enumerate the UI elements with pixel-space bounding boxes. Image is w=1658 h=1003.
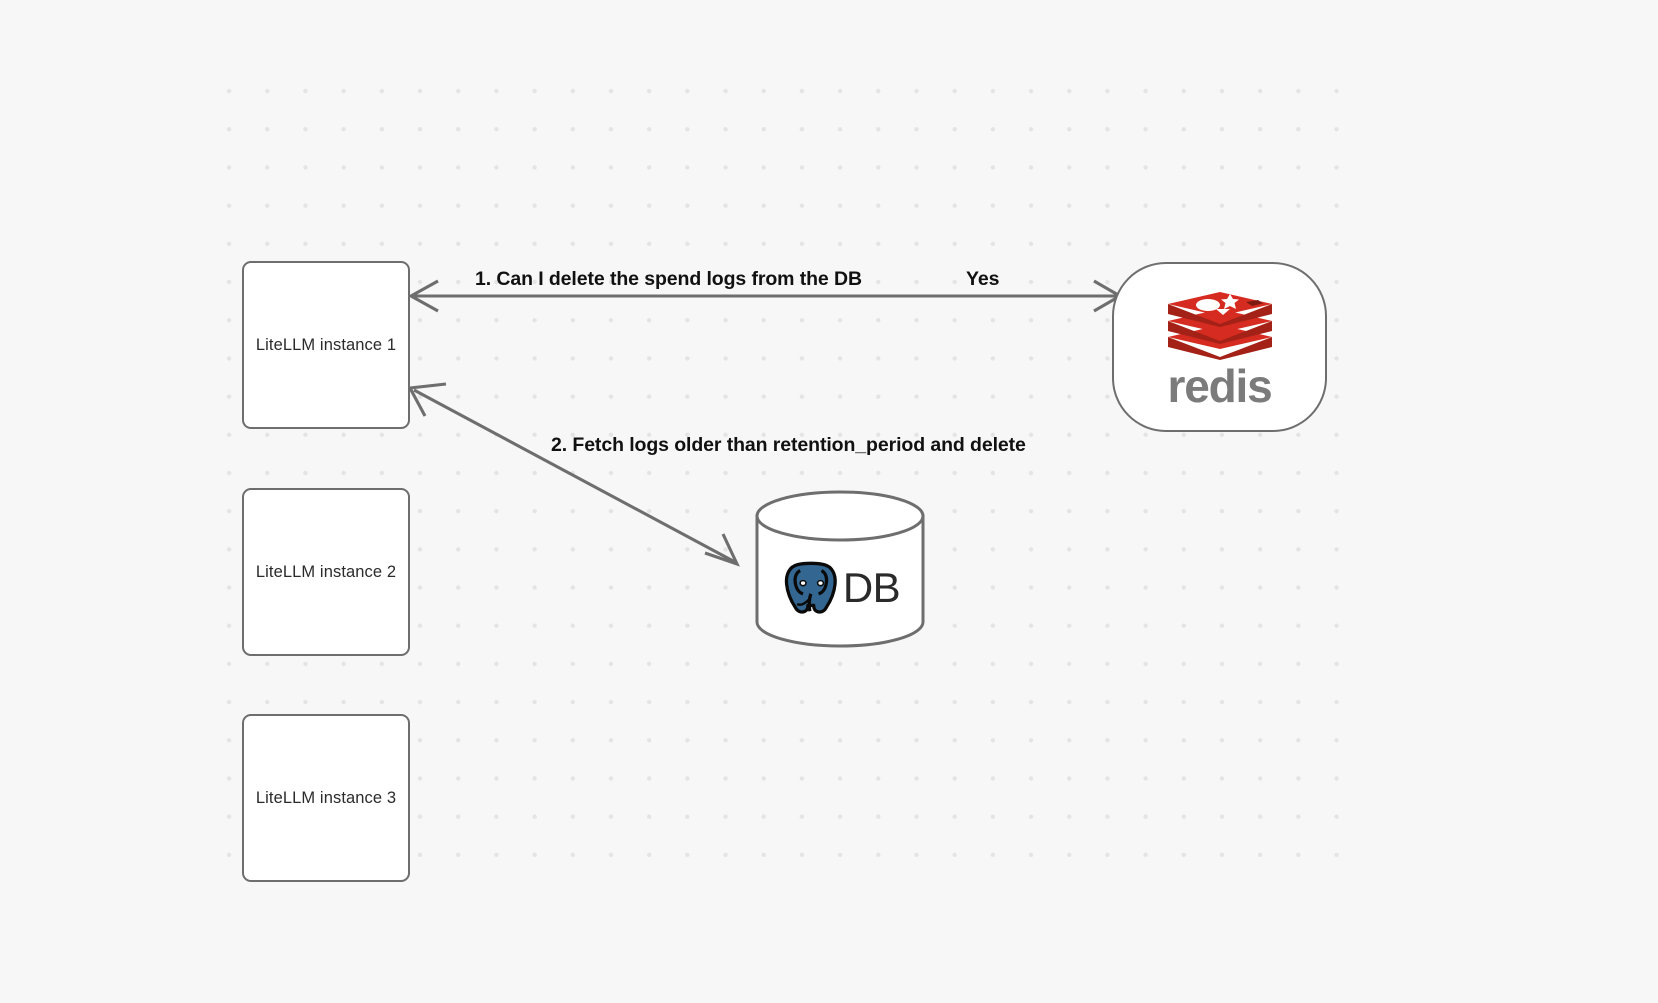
edge-instance1-db bbox=[407, 382, 740, 567]
node-label-instance-1: LiteLLM instance 1 bbox=[255, 335, 397, 354]
redis-logo: redis bbox=[1164, 285, 1276, 409]
redis-wordmark: redis bbox=[1167, 360, 1273, 412]
edge-label-fetch-delete: 2. Fetch logs older than retention_perio… bbox=[551, 434, 1026, 456]
node-litellm-instance-2[interactable]: LiteLLM instance 2 bbox=[242, 488, 410, 656]
database-logo: DB bbox=[780, 557, 901, 619]
node-label-instance-3: LiteLLM instance 3 bbox=[255, 788, 397, 807]
arrowhead-upleft bbox=[407, 382, 447, 417]
database-wordmark: DB bbox=[842, 563, 901, 611]
cylinder-shape bbox=[755, 490, 925, 648]
redis-stack-icon bbox=[1167, 292, 1272, 360]
arrowhead-left bbox=[407, 279, 439, 313]
node-label-instance-2: LiteLLM instance 2 bbox=[255, 562, 397, 581]
node-database[interactable]: DB bbox=[754, 490, 926, 648]
edge-label-reply: Yes bbox=[966, 268, 1000, 290]
edge-label-request: 1. Can I delete the spend logs from the … bbox=[475, 268, 862, 290]
node-redis[interactable]: redis bbox=[1112, 262, 1327, 432]
arrowhead-downright bbox=[704, 533, 740, 567]
node-litellm-instance-3[interactable]: LiteLLM instance 3 bbox=[242, 714, 410, 882]
postgresql-elephant-icon bbox=[784, 561, 837, 614]
node-litellm-instance-1[interactable]: LiteLLM instance 1 bbox=[242, 261, 410, 429]
